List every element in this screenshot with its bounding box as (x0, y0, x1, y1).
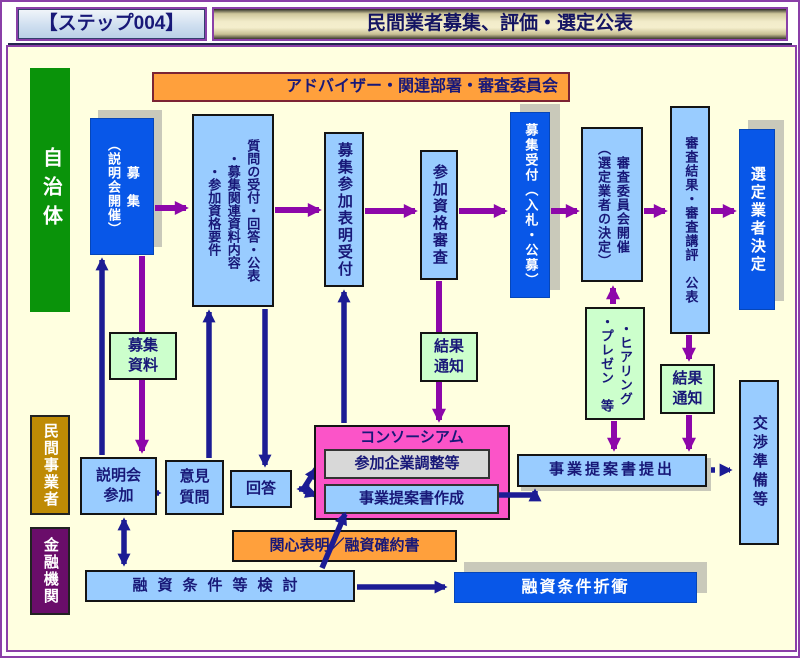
box-negotiation-prep: 交渉準備等 (739, 380, 779, 545)
lane-government: 自治体 (30, 68, 70, 312)
consortium-title: コンソーシアム (360, 428, 464, 446)
box-recruit: 募 集 （説明会開催） (90, 118, 154, 255)
box-results-publish: 審査結果・審査講評 公表 (670, 106, 710, 334)
box-entry-receipt: 募集参加表明受付 (324, 132, 364, 287)
box-committee: 審査委員会開催 （選定業者の決定） (581, 127, 643, 282)
box-answer: 回答 (230, 470, 292, 508)
box-coordination: 参加企業調整等 (324, 449, 490, 479)
box-opinion-question: 意見 質問 (165, 460, 224, 515)
page-title: 民間業者募集、評価・選定公表 (212, 7, 788, 41)
box-recruit-materials: 募集 資料 (109, 332, 177, 380)
box-questions: 質問の受付・回答・公表 ・募集関連資料内容 ・参加資格要件 (192, 114, 274, 307)
box-result-notice-1: 結果 通知 (420, 332, 478, 382)
box-interest-letter: 関心表明／融資確約書 (232, 530, 457, 562)
box-hearing-presentation: ・ヒアリング ・プレゼン 等 (585, 307, 645, 420)
box-proposal-submit: 事業提案書提出 (517, 454, 707, 487)
box-result-notice-2: 結果 通知 (660, 364, 715, 414)
box-selection-decision: 選定業者決定 (739, 129, 775, 310)
advisor-bar: アドバイザー・関連部署・審査委員会 (152, 72, 570, 102)
box-loan-negotiation: 融資条件折衝 (454, 572, 697, 603)
box-bid-receipt: 募集受付（入札・公募） (510, 112, 550, 298)
lane-financial-institution: 金融機関 (30, 527, 70, 615)
lane-private-operator: 民間事業者 (30, 415, 70, 515)
header-underline (8, 43, 792, 45)
box-proposal-draft: 事業提案書作成 (324, 484, 499, 514)
step-label: 【ステップ004】 (16, 7, 207, 41)
box-loan-review: 融資条件等検討 (85, 570, 355, 602)
box-qualification-screening: 参加資格審査 (420, 150, 458, 280)
box-briefing-join: 説明会 参加 (80, 457, 157, 515)
